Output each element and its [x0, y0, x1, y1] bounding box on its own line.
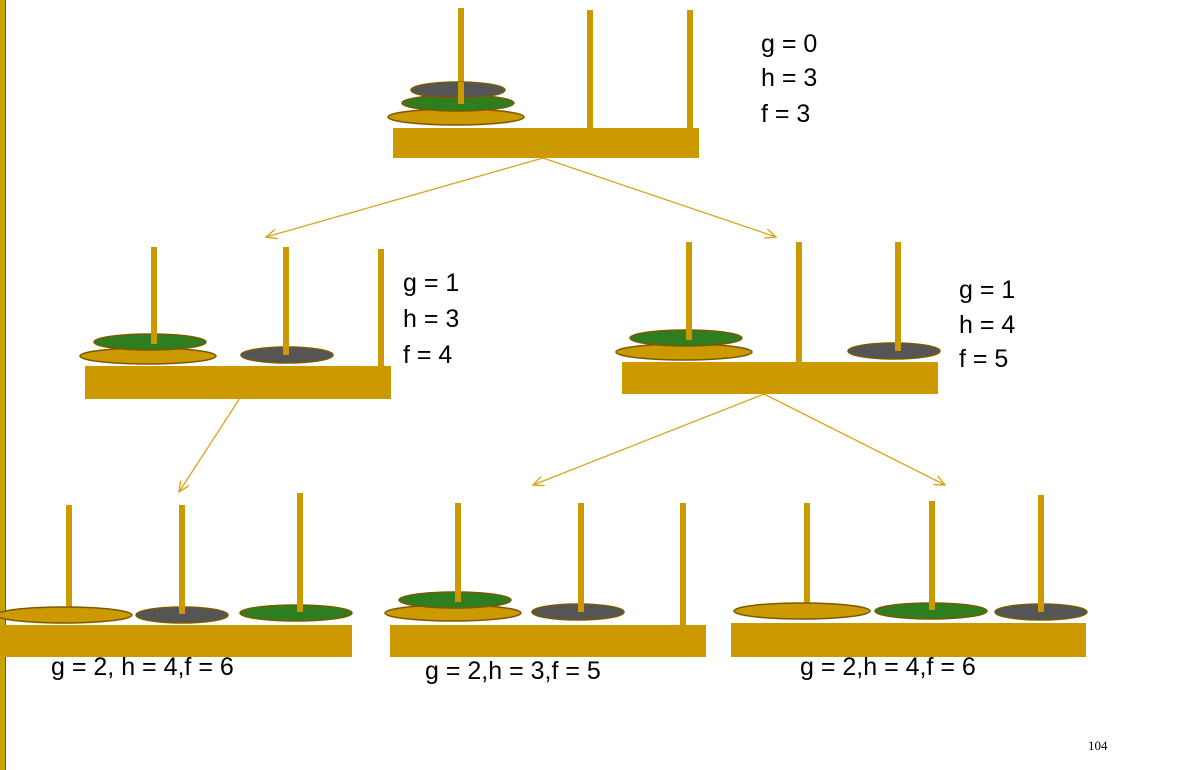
peg-front: [1038, 598, 1044, 612]
peg: [929, 501, 935, 607]
peg-front: [895, 336, 901, 351]
peg: [283, 247, 289, 355]
peg: [179, 505, 185, 611]
peg: [686, 242, 692, 338]
right-f-label: f = 5: [959, 345, 1009, 373]
state-left: [79, 247, 391, 399]
base: [390, 625, 706, 657]
peg: [587, 10, 593, 128]
left-h-label: h = 3: [403, 305, 460, 333]
left-f-label: f = 4: [403, 341, 453, 369]
tree-edges: [179, 157, 945, 492]
disk-medium: [239, 604, 353, 622]
peg-front: [297, 598, 303, 612]
bottom1-label: g = 2, h = 4,f = 6: [51, 653, 234, 681]
bottom3-label: g = 2,h = 4,f = 6: [800, 653, 976, 681]
base: [731, 623, 1086, 657]
edge-right-bottom3: [763, 393, 945, 485]
edge-root-left: [266, 157, 544, 237]
base: [622, 362, 938, 394]
peg: [458, 8, 464, 104]
peg-front: [686, 322, 692, 340]
right-g-label: g = 1: [959, 276, 1016, 304]
peg: [680, 503, 686, 625]
disk-large: [0, 606, 133, 624]
peg-front: [578, 598, 584, 612]
base: [393, 128, 699, 158]
state-bottom3: [731, 495, 1088, 657]
peg: [297, 493, 303, 613]
bottom2-label: g = 2,h = 3,f = 5: [425, 657, 601, 685]
peg-front: [929, 596, 935, 610]
edge-right-bottom2: [533, 393, 765, 485]
peg: [66, 505, 72, 611]
edge-root-right: [542, 157, 776, 237]
base: [0, 625, 352, 657]
page-number: 104: [1088, 738, 1108, 753]
state-right: [615, 242, 941, 394]
base: [85, 366, 391, 399]
root-g-label: g = 0: [761, 30, 818, 58]
peg-front: [455, 586, 461, 602]
peg-front: [151, 328, 157, 344]
root-h-label: h = 3: [761, 64, 818, 92]
right-h-label: h = 4: [959, 311, 1016, 339]
state-bottom2: [384, 503, 706, 657]
left-g-label: g = 1: [403, 269, 460, 297]
state-bottom1: [0, 493, 353, 657]
peg: [796, 242, 802, 362]
peg-front: [458, 82, 464, 104]
peg-front: [283, 340, 289, 355]
peg: [687, 10, 693, 128]
peg: [895, 242, 901, 350]
edge-left-bottom1: [179, 397, 241, 492]
peg: [455, 503, 461, 599]
state-root: [387, 8, 699, 158]
peg: [378, 249, 384, 366]
peg: [151, 247, 157, 343]
peg: [804, 503, 810, 605]
peg: [1038, 495, 1044, 609]
disk-medium: [93, 333, 207, 351]
root-f-label: f = 3: [761, 100, 811, 128]
disk-small: [847, 342, 941, 360]
slide-left-border: [0, 0, 6, 770]
disk-large: [733, 602, 871, 620]
peg: [578, 503, 584, 611]
peg-front: [179, 600, 185, 614]
